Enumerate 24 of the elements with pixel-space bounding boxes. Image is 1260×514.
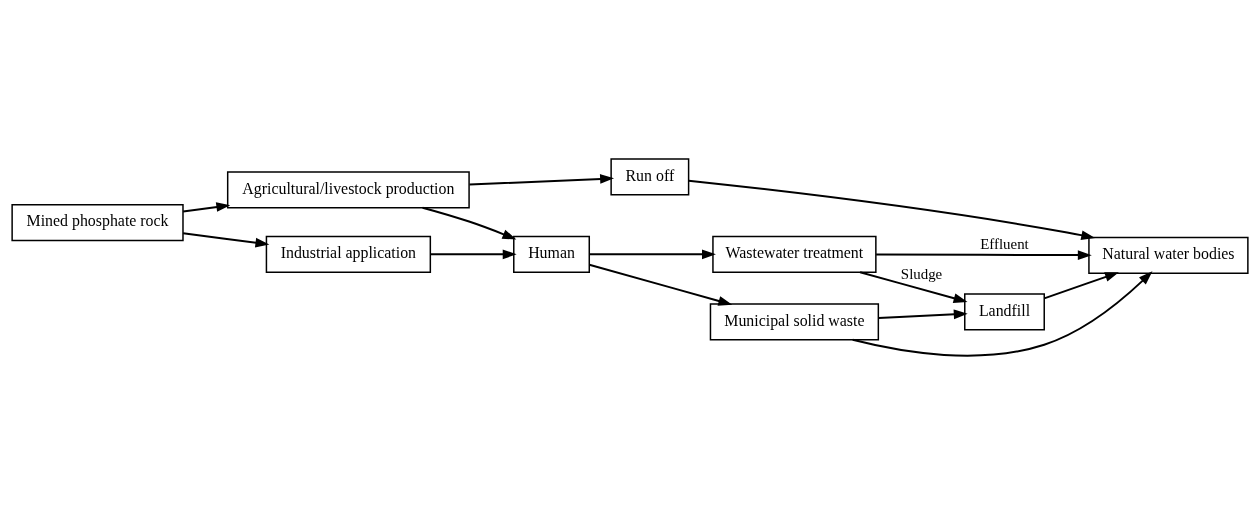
edge-label: Effluent [980,235,1029,252]
node-box: Industrial application [265,235,432,273]
arrow [182,201,231,212]
node-box: Human [513,235,590,273]
arrow [468,173,615,186]
arrow [588,248,716,259]
node-box: Mined phosphate rock [11,203,184,241]
arrow [875,249,1092,260]
arrow [859,270,968,303]
node-box: Municipal solid waste [709,302,880,340]
node-box: Wastewater treatment [712,235,877,273]
arrow [877,308,968,319]
arrow [851,270,1153,357]
edge-label: Sludge [900,265,943,282]
arrow [687,179,1096,240]
node-box: Run off [610,157,690,195]
arrow [1043,271,1119,299]
arrow [182,231,270,247]
node-box: Landfill [964,292,1045,331]
arrow [588,263,733,306]
node-box: Agricultural/livestock production [226,170,470,208]
arrow [421,206,517,239]
arrow [429,248,517,259]
node-box: Natural water bodies [1088,236,1249,274]
